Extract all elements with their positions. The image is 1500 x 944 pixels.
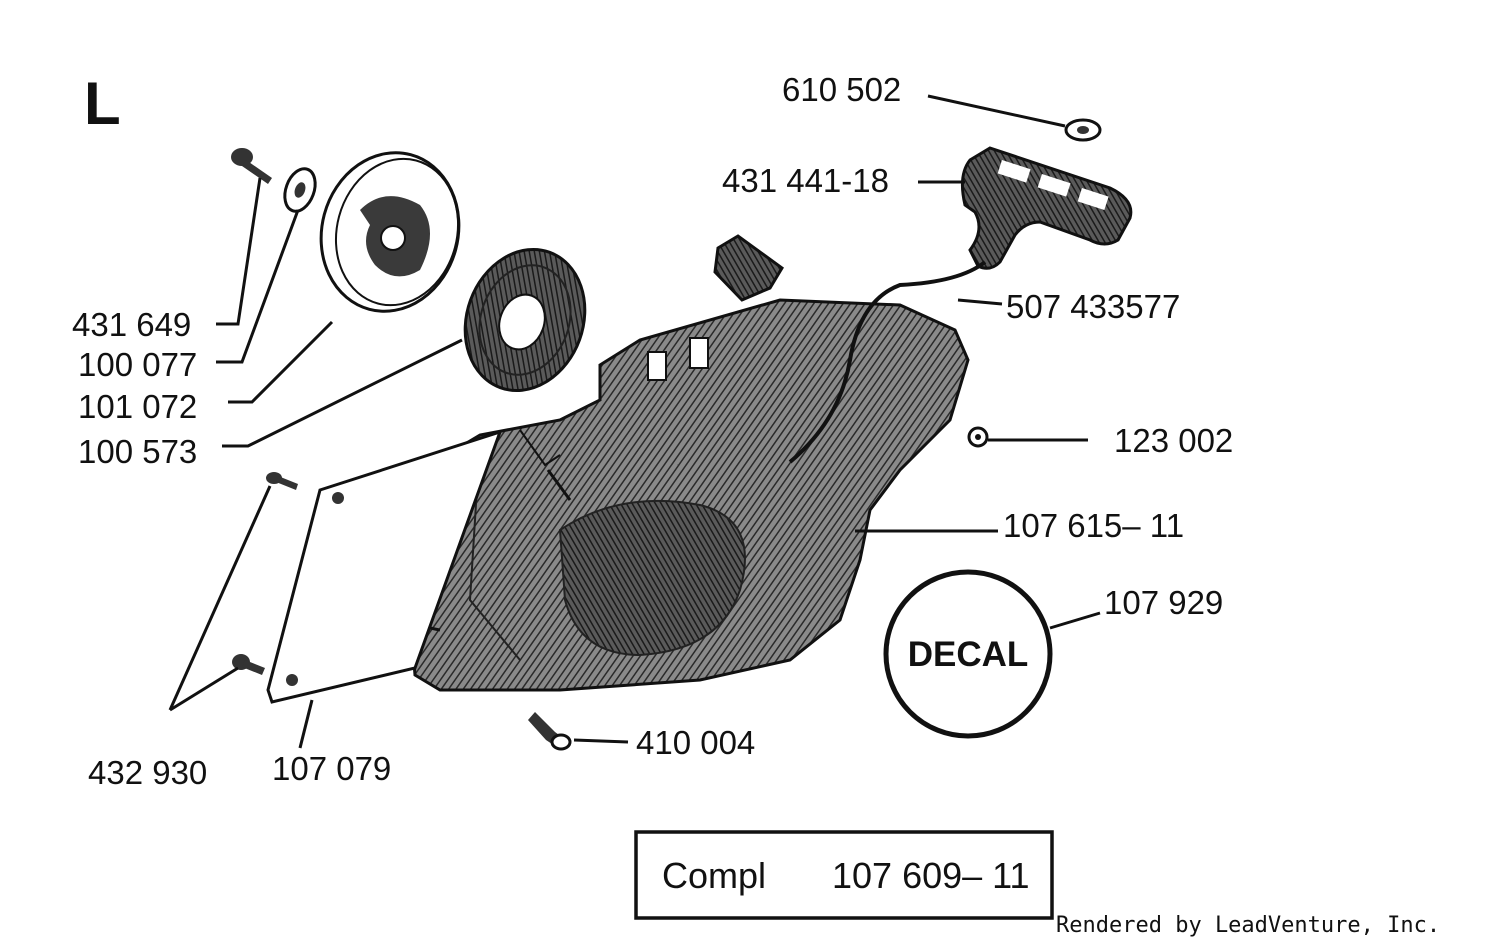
part-number-107929: 107 929 (1104, 584, 1223, 621)
part-number-431649: 431 649 (72, 306, 191, 343)
part-number-431441-18: 431 441-18 (722, 162, 889, 199)
decal-label: DECAL (908, 635, 1029, 674)
decal-107929: DECAL (883, 569, 1053, 739)
screw-432930-drawing-bottom (232, 654, 265, 675)
starter-handle-431441-drawing (960, 146, 1133, 270)
screw-410004-drawing (528, 712, 572, 751)
pulley-101072-drawing (319, 151, 461, 313)
screw-432930-drawing-top (266, 472, 298, 490)
render-credit: Rendered by LeadVenture, Inc. (1056, 913, 1440, 938)
complete-part-number: 107 609– 11 (832, 855, 1030, 896)
part-number-432930: 432 930 (88, 754, 207, 791)
plate-107079-drawing (266, 429, 503, 704)
part-number-610502: 610 502 (782, 71, 901, 108)
part-number-123002: 123 002 (1114, 422, 1233, 459)
section-letter: L (84, 70, 121, 137)
starter-rope-507433577-drawing (788, 260, 987, 464)
nut-123002-drawing (967, 426, 989, 448)
complete-assembly-box: Compl 107 609– 11 (634, 830, 1054, 920)
part-number-100573: 100 573 (78, 433, 197, 470)
part-number-410004: 410 004 (636, 724, 755, 761)
cap-610502-drawing (1064, 118, 1102, 142)
screw-431649-drawing (231, 148, 272, 184)
part-number-101072: 101 072 (78, 388, 197, 425)
washer-100077-drawing (283, 167, 317, 213)
part-number-100077: 100 077 (78, 346, 197, 383)
spring-100573-drawing (463, 247, 587, 393)
part-number-107079: 107 079 (272, 750, 391, 787)
part-number-507433577: 507 433577 (1006, 288, 1180, 325)
leader-lines (168, 94, 1101, 749)
complete-label: Compl (662, 855, 766, 896)
part-number-107615-11: 107 615– 11 (1003, 507, 1184, 544)
